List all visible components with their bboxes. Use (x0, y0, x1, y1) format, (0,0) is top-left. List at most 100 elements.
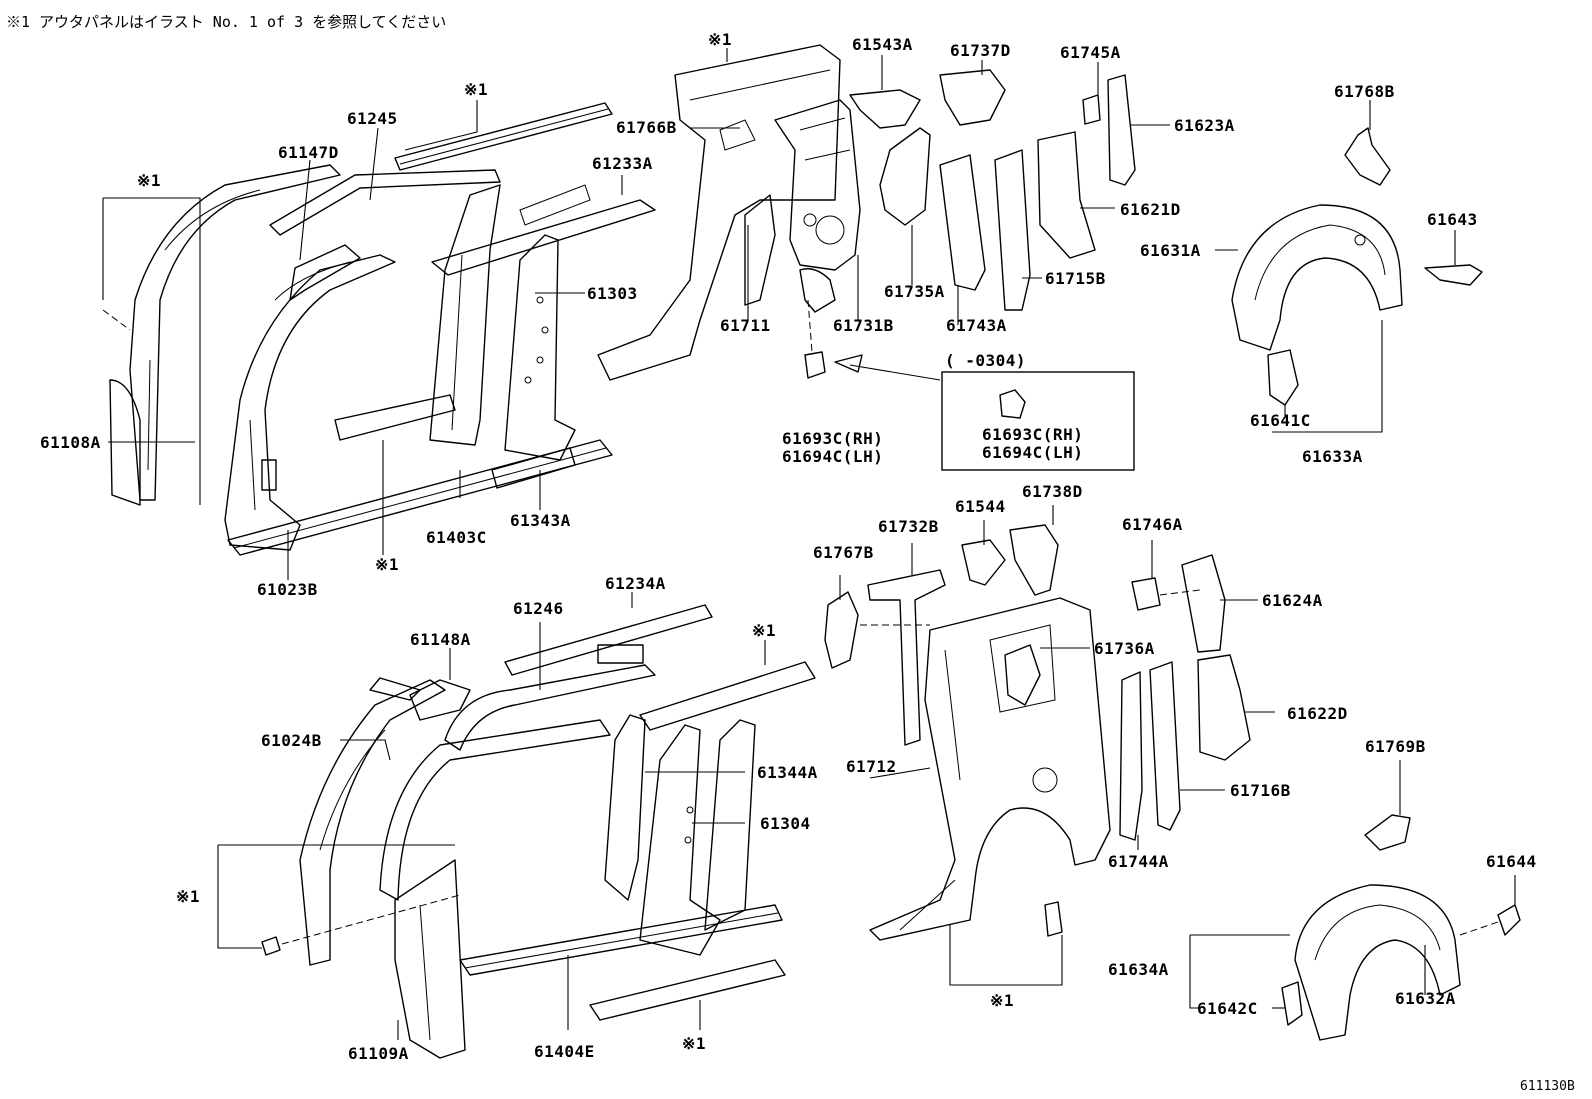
part-label-61693C-rh: 61693C(RH) (782, 429, 883, 448)
lower-left-side-assembly (261, 604, 816, 1059)
inset-part-shape (999, 389, 1026, 419)
part-label-61769B: 61769B (1365, 737, 1426, 756)
part-shape-61023B (224, 254, 396, 551)
part-shape-61403C (227, 439, 613, 556)
part-label-61233A: 61233A (592, 154, 653, 173)
part-shape-61738D (1009, 524, 1059, 596)
callout-mark: ※1 (176, 887, 200, 906)
part-shape-61148A (409, 679, 471, 721)
part-label-61403C: 61403C (426, 528, 487, 547)
part-shape-61644 (1497, 904, 1521, 936)
part-shape-61744A (1119, 671, 1143, 841)
part-label-61744A: 61744A (1108, 852, 1169, 871)
part-shape-61543A (849, 89, 921, 129)
callout-mark: ※1 (682, 1034, 706, 1053)
upper-left-side-assembly (109, 102, 656, 556)
part-shape-61746A (1131, 577, 1161, 611)
part-label-61148A: 61148A (410, 630, 471, 649)
part-label-61304: 61304 (760, 814, 811, 833)
part-label-61743A: 61743A (946, 316, 1007, 335)
part-shape-61624A (1181, 554, 1226, 653)
part-label-61712: 61712 (846, 757, 897, 776)
part-label-61246: 61246 (513, 599, 564, 618)
part-label-61624A: 61624A (1262, 591, 1323, 610)
inset-lh: 61694C(LH) (982, 443, 1083, 462)
part-shape-61234A (504, 604, 713, 676)
part-shape-61767B (824, 591, 859, 669)
part-label-61731B: 61731B (833, 316, 894, 335)
part-shape-61642C (1281, 981, 1303, 1026)
part-shape-61147D (289, 244, 361, 301)
callout-mark: ※1 (990, 991, 1014, 1010)
part-label-61303: 61303 (587, 284, 638, 303)
part-label-61732B: 61732B (878, 517, 939, 536)
part-shape-61632A (1294, 884, 1461, 1041)
part-shape-61631A (1231, 204, 1403, 351)
part-shape-61643 (1424, 264, 1483, 286)
callout-mark: ※1 (464, 80, 488, 99)
figure-reference: 611130B (1520, 1079, 1575, 1094)
part-label-61631A: 61631A (1140, 241, 1201, 260)
part-label-61642C: 61642C (1197, 999, 1258, 1018)
part-label-61544: 61544 (955, 497, 1006, 516)
part-label-61621D: 61621D (1120, 200, 1181, 219)
part-label-61343A: 61343A (510, 511, 571, 530)
part-shape-61735A (879, 127, 931, 226)
part-shape-61245 (269, 169, 501, 236)
part-shape-61246 (444, 664, 656, 751)
part-shape-clip-left (261, 936, 281, 956)
part-label-61234A: 61234A (605, 574, 666, 593)
part-shape-61621D (1037, 131, 1096, 259)
part-label-61711: 61711 (720, 316, 771, 335)
part-shape-61732B (867, 569, 946, 746)
lower-right-parts (824, 524, 1521, 1041)
upper-right-parts (879, 69, 1483, 406)
part-label-61622D: 61622D (1287, 704, 1348, 723)
callout-marks: ※1 ※1 ※1 ※1 ※1 ※1 ※1 ※1 (137, 30, 1014, 1053)
callout-mark: ※1 (137, 171, 161, 190)
part-shape-61303 (504, 234, 576, 461)
part-shape-61745A (1082, 94, 1101, 125)
part-label-61023B: 61023B (257, 580, 318, 599)
inset-range: ( -0304) (945, 351, 1026, 370)
part-label-61736A: 61736A (1094, 639, 1155, 658)
part-label-61344A: 61344A (757, 763, 818, 782)
part-shape-61712 (869, 597, 1111, 941)
upper-middle-pillar-assembly (597, 44, 941, 381)
part-label-61715B: 61715B (1045, 269, 1106, 288)
part-label-61109A: 61109A (348, 1044, 409, 1063)
part-shape-61304 (639, 724, 721, 956)
part-label-61694C-lh: 61694C(LH) (782, 447, 883, 466)
part-label-61737D: 61737D (950, 41, 1011, 60)
part-shape-61343A (491, 447, 576, 489)
part-shape-61743A (939, 154, 986, 291)
part-label-61643: 61643 (1427, 210, 1478, 229)
header-note: ※1 アウタパネルはイラスト No. 1 of 3 を参照してください (6, 13, 446, 31)
part-shape-61404E (459, 904, 783, 976)
part-shape-61693C (804, 351, 826, 379)
part-shape-61766B (597, 44, 841, 381)
part-label-61543A: 61543A (852, 35, 913, 54)
part-shape-61344A (604, 714, 646, 901)
part-shape-61731B (774, 99, 861, 271)
part-label-61632A: 61632A (1395, 989, 1456, 1008)
inset-rh: 61693C(RH) (982, 425, 1083, 444)
part-label-61147D: 61147D (278, 143, 339, 162)
part-label-61634A: 61634A (1108, 960, 1169, 979)
part-label-61024B: 61024B (261, 731, 322, 750)
part-shape-61109A (394, 859, 466, 1059)
part-label-61767B: 61767B (813, 543, 874, 562)
part-label-61108A: 61108A (40, 433, 101, 452)
part-shape-61544 (961, 539, 1006, 586)
part-shape-61641C (1267, 349, 1299, 406)
part-label-61738D: 61738D (1022, 482, 1083, 501)
part-shape-61024B (299, 679, 446, 966)
callout-mark: ※1 (752, 621, 776, 640)
part-label-61245: 61245 (347, 109, 398, 128)
inset-box: ( -0304) 61693C(RH) 61694C(LH) (941, 351, 1135, 471)
callout-mark: ※1 (708, 30, 732, 49)
part-labels: 61543A 61737D 61745A 61768B 61245 61147D… (40, 35, 1536, 1063)
part-label-61746A: 61746A (1122, 515, 1183, 534)
part-label-61641C: 61641C (1250, 411, 1311, 430)
